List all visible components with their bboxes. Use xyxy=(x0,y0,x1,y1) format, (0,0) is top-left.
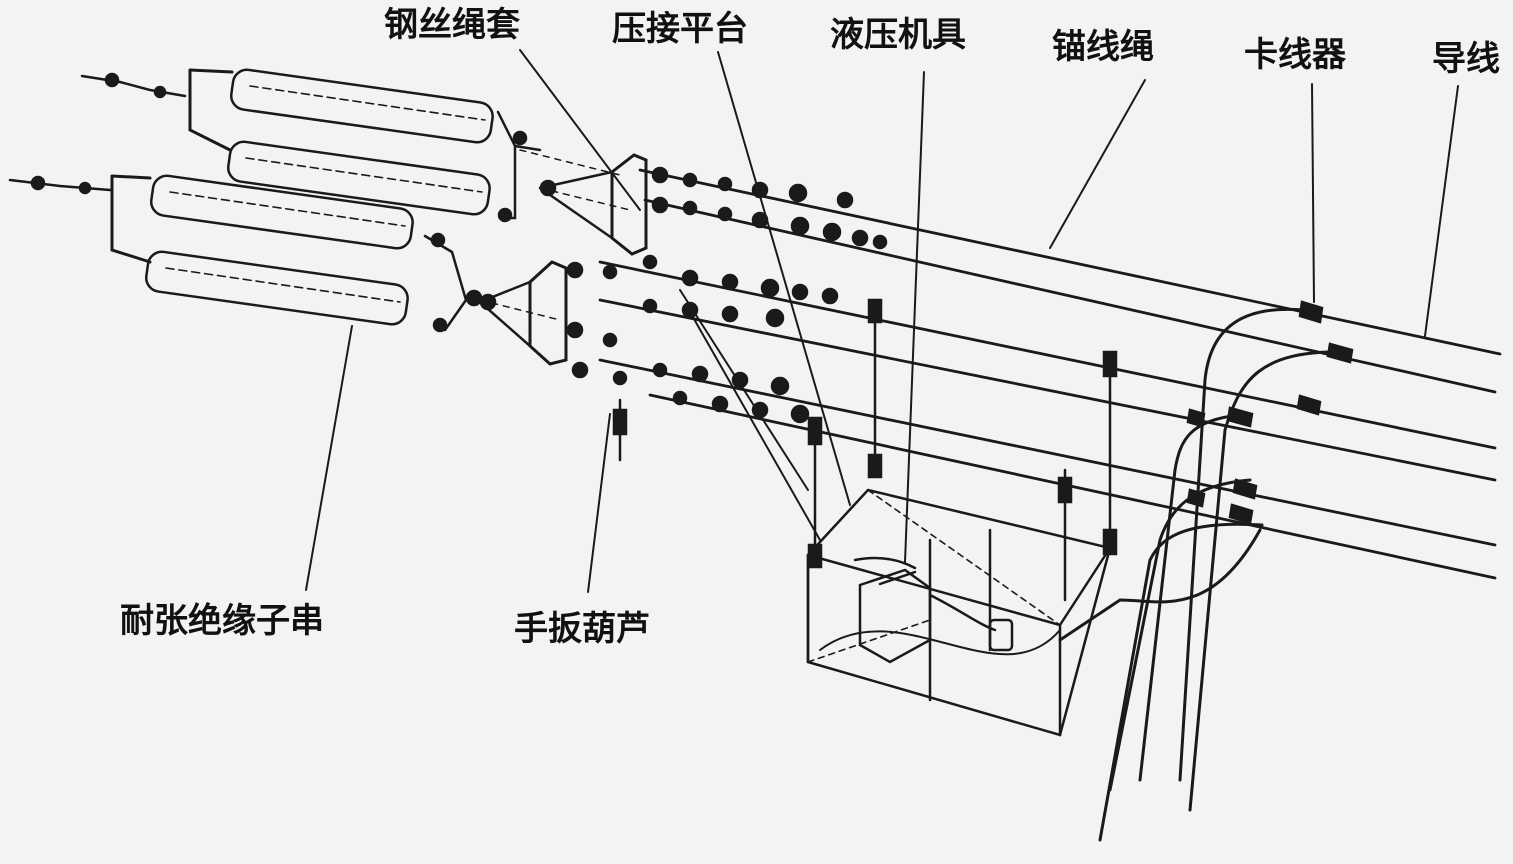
conductor-lines xyxy=(598,168,1502,580)
label-chain-hoist: 手扳葫芦 xyxy=(514,609,650,649)
tension-insulator-string-upper xyxy=(80,68,542,223)
leader-lines xyxy=(305,49,1459,593)
label-anchor-rope: 锚线绳 xyxy=(1052,27,1154,67)
label-hydraulic-tool: 液压机具 xyxy=(830,15,966,55)
label-conductor: 导线 xyxy=(1432,39,1500,79)
crimping-platform-box xyxy=(806,488,1112,737)
yoke-plate-upper xyxy=(538,153,648,256)
hydraulic-tool-body xyxy=(853,556,1014,664)
label-wire-rope-sleeve: 钢丝绳套 xyxy=(384,5,520,45)
tension-insulator-string-lower xyxy=(8,174,483,333)
label-tension-insulator-string: 耐张绝缘子串 xyxy=(120,601,324,641)
label-crimping-platform: 压接平台 xyxy=(612,9,748,49)
yoke-plate-lower xyxy=(478,260,568,366)
label-line-clamp: 卡线器 xyxy=(1244,35,1346,75)
anchor-rope-curves xyxy=(1058,307,1347,842)
